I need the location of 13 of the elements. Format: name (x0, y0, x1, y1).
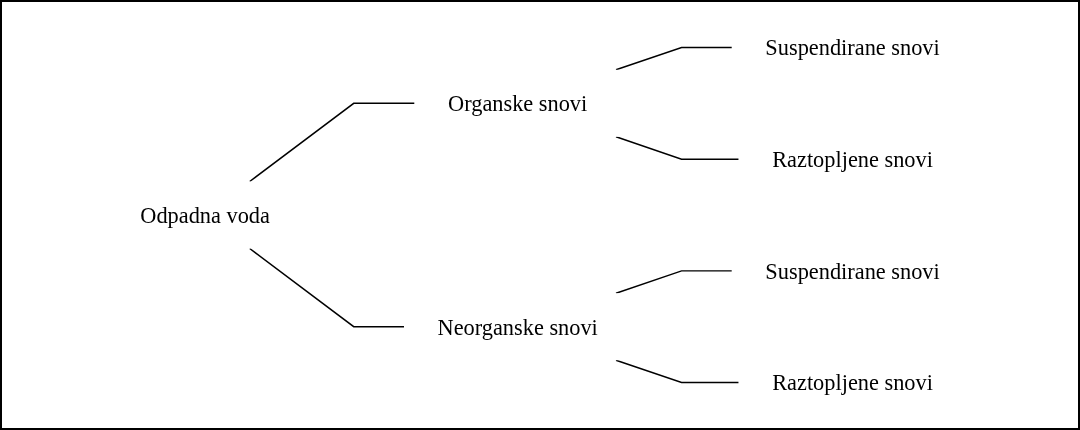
connector (248, 102, 416, 183)
node-text: Raztopljene snovi (772, 370, 933, 395)
connector (615, 359, 740, 384)
connector (615, 270, 733, 294)
node-text: Raztopljene snovi (772, 146, 933, 172)
node-text: Suspendirane snovi (765, 258, 940, 284)
node-text: Odpadna voda (140, 202, 270, 228)
connector (615, 136, 740, 160)
connector (248, 247, 405, 328)
node-text: Suspendirane snovi (765, 35, 940, 60)
node-text: Organske snovi (448, 91, 588, 116)
connector (615, 46, 733, 71)
node-text: Neorganske snovi (437, 314, 598, 339)
